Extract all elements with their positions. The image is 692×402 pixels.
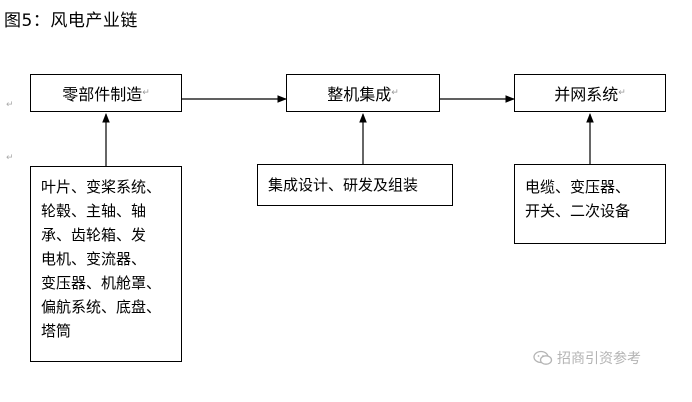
node-components-label: 零部件制造 — [62, 85, 143, 104]
detail-components-text: 叶片、变桨系统、 轮毂、主轴、轴 承、齿轮箱、发 电机、变流器、 变压器、机舱罩… — [41, 178, 162, 340]
node-integration: 整机集成↵ — [286, 74, 440, 112]
detail-grid-text: 电缆、变压器、 开关、二次设备 — [525, 178, 631, 220]
figure-title: 图5：风电产业链 — [4, 11, 138, 31]
wechat-icon — [533, 350, 553, 365]
paragraph-mark: ↵ — [6, 153, 14, 163]
watermark: 招商引资参考 — [533, 348, 641, 368]
node-grid-label: 并网系统 — [554, 85, 619, 104]
paragraph-mark: ↵ — [6, 100, 14, 110]
detail-grid: 电缆、变压器、 开关、二次设备 — [514, 164, 666, 244]
node-components: 零部件制造↵ — [30, 74, 182, 112]
node-integration-label: 整机集成 — [327, 85, 392, 104]
detail-components: 叶片、变桨系统、 轮毂、主轴、轴 承、齿轮箱、发 电机、变流器、 变压器、机舱罩… — [30, 166, 182, 362]
detail-integration-text: 集成设计、研发及组装 — [268, 176, 419, 194]
watermark-text: 招商引资参考 — [557, 351, 641, 367]
node-grid: 并网系统↵ — [514, 74, 666, 112]
detail-integration: 集成设计、研发及组装 — [257, 164, 453, 206]
